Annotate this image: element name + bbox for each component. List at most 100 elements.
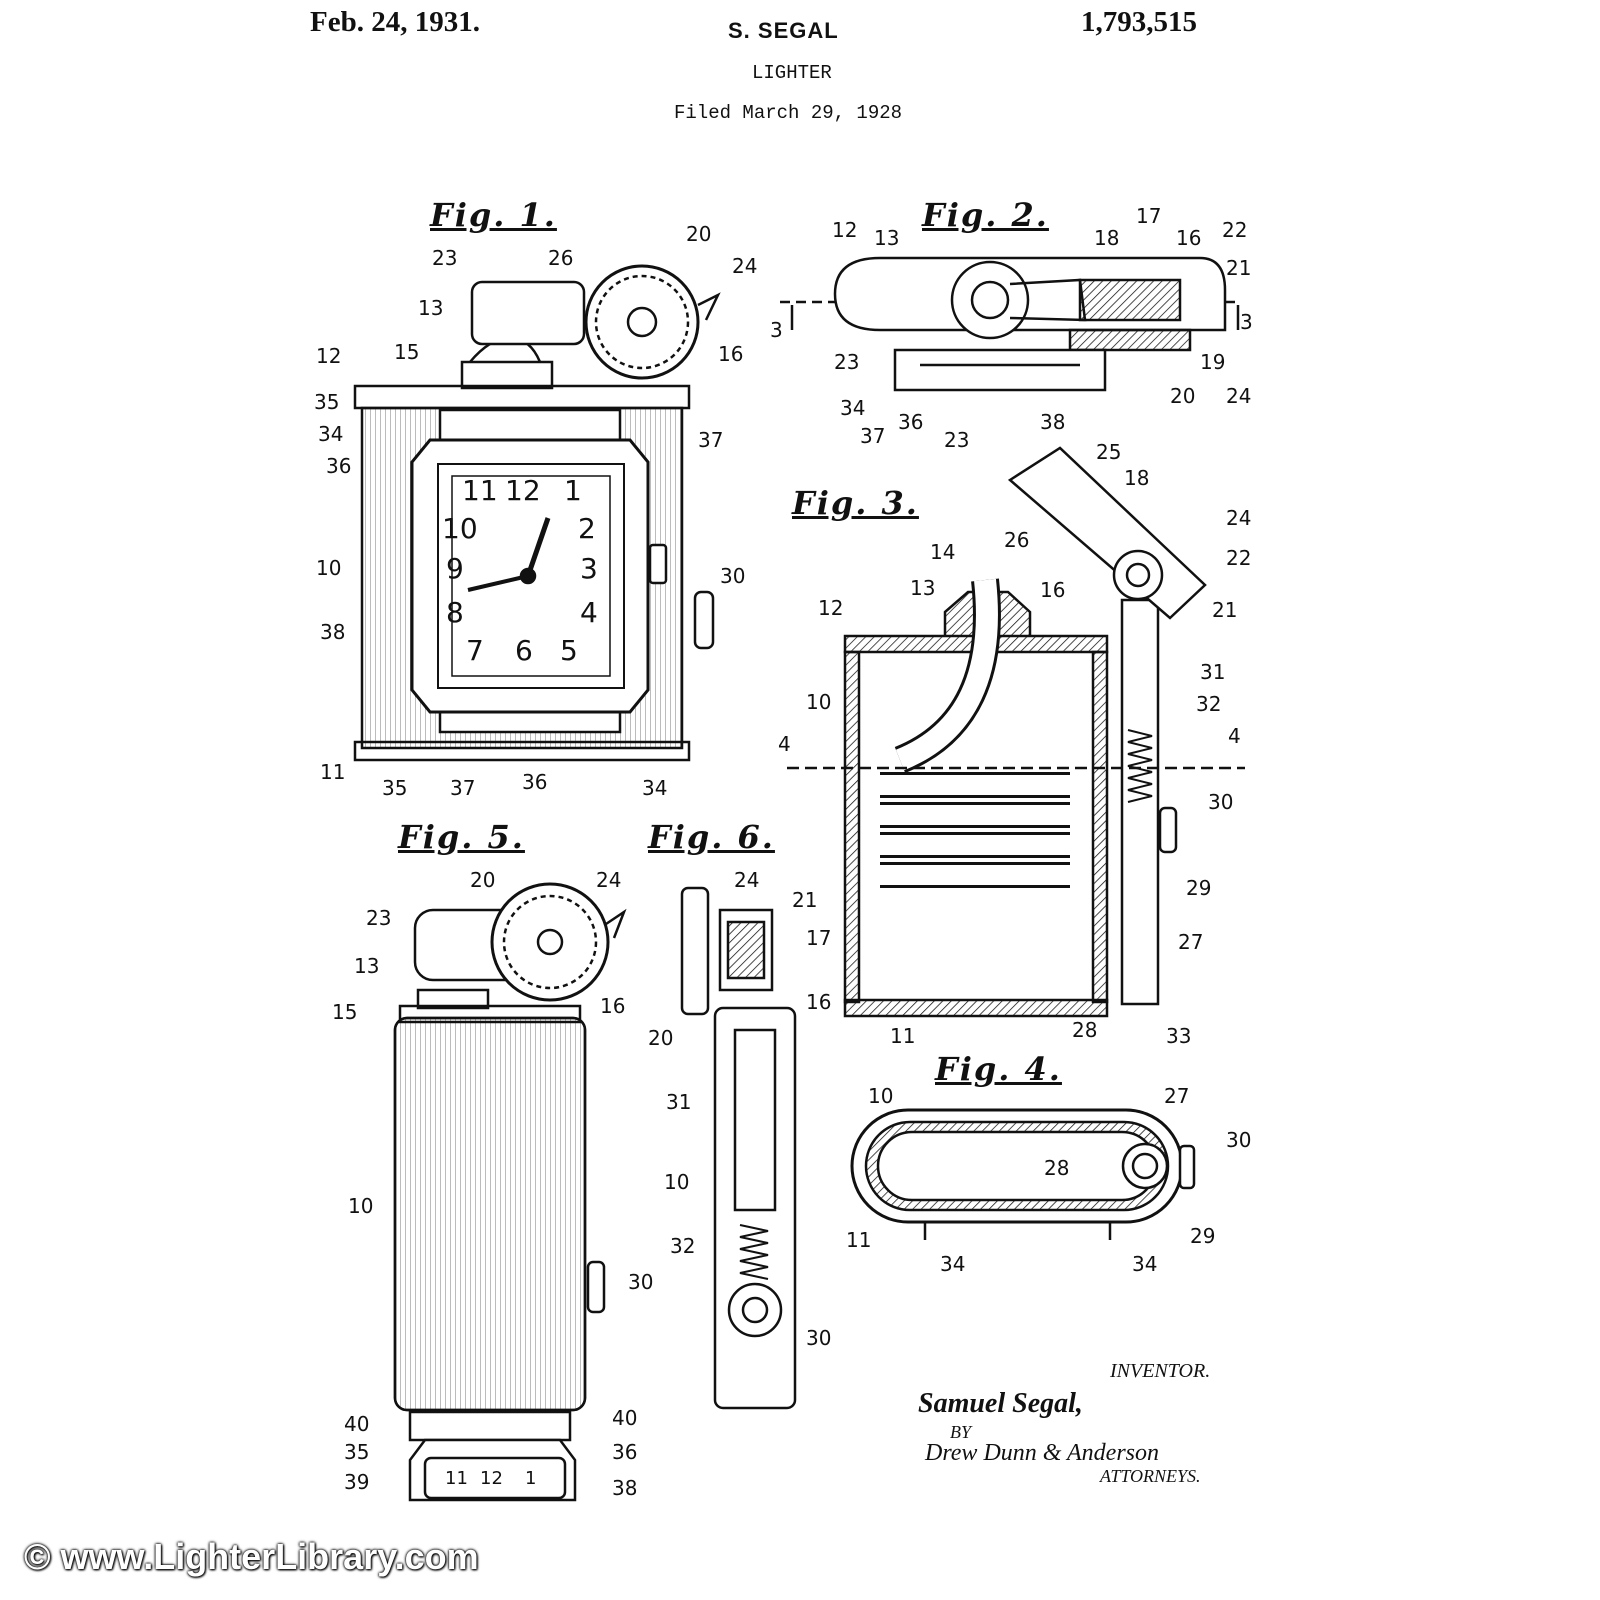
- ref-numeral: 12: [832, 218, 858, 242]
- fig3-drawing: [787, 446, 1245, 1018]
- filed-date: Filed March 29, 1928: [674, 102, 903, 124]
- fig5-label: Fig. 5.: [398, 818, 525, 856]
- ref-numeral: 28: [1072, 1018, 1098, 1042]
- ref-numeral: 20: [686, 222, 712, 246]
- ref-numeral: 36: [522, 770, 548, 794]
- ref-numeral: 30: [1226, 1128, 1252, 1152]
- clock-numeral: 2: [578, 512, 596, 545]
- ref-numeral: 29: [1190, 1224, 1216, 1248]
- ref-numeral: 34: [940, 1252, 966, 1276]
- ref-numeral: 36: [612, 1440, 638, 1464]
- fig2-drawing: [780, 256, 1240, 392]
- ref-numeral: 38: [1040, 410, 1066, 434]
- ref-numeral: 13: [874, 226, 900, 250]
- ref-numeral: 34: [318, 422, 344, 446]
- fig6-label: Fig. 6.: [648, 818, 775, 856]
- inventor-signature: Samuel Segal,: [918, 1388, 1083, 1419]
- ref-numeral: 30: [720, 564, 746, 588]
- ref-numeral: 23: [834, 350, 860, 374]
- clock-numeral: 6: [515, 634, 533, 667]
- fig5-numeral: 1: [525, 1468, 537, 1489]
- clock-numeral: 4: [580, 596, 598, 629]
- ref-numeral: 21: [792, 888, 818, 912]
- ref-numeral: 37: [860, 424, 886, 448]
- ref-numeral: 34: [642, 776, 668, 800]
- ref-numeral: 31: [666, 1090, 692, 1114]
- ref-numeral: 15: [332, 1000, 358, 1024]
- clock-numeral: 12: [505, 474, 541, 507]
- ref-numeral: 22: [1222, 218, 1248, 242]
- ref-numeral: 20: [648, 1026, 674, 1050]
- ref-numeral: 24: [1226, 384, 1252, 408]
- ref-numeral: 16: [600, 994, 626, 1018]
- ref-numeral: 4: [1228, 724, 1241, 748]
- ref-numeral: 31: [1200, 660, 1226, 684]
- ref-numeral: 10: [868, 1084, 894, 1108]
- ref-numeral: 21: [1226, 256, 1252, 280]
- ref-numeral: 18: [1094, 226, 1120, 250]
- ref-numeral: 24: [734, 868, 760, 892]
- ref-numeral: 26: [1004, 528, 1030, 552]
- inventor-header: S. SEGAL: [728, 18, 839, 43]
- ref-numeral: 12: [818, 596, 844, 620]
- fig5-numeral: 11: [445, 1468, 468, 1489]
- ref-numeral: 23: [944, 428, 970, 452]
- ref-numeral: 27: [1178, 930, 1204, 954]
- ref-numeral: 23: [432, 246, 458, 270]
- ref-numeral: 34: [1132, 1252, 1158, 1276]
- ref-numeral: 20: [470, 868, 496, 892]
- ref-numeral: 17: [1136, 204, 1162, 228]
- ref-numeral: 3: [770, 318, 783, 342]
- ref-numeral: 38: [612, 1476, 638, 1500]
- ref-numeral: 40: [612, 1406, 638, 1430]
- ref-numeral: 20: [1170, 384, 1196, 408]
- clock-numeral: 3: [580, 552, 598, 585]
- ref-numeral: 37: [450, 776, 476, 800]
- ref-numeral: 13: [354, 954, 380, 978]
- ref-numeral: 12: [316, 344, 342, 368]
- ref-numeral: 36: [326, 454, 352, 478]
- ref-numeral: 26: [548, 246, 574, 270]
- clock-numeral: 7: [466, 634, 484, 667]
- ref-numeral: 13: [910, 576, 936, 600]
- ref-numeral: 32: [1196, 692, 1222, 716]
- ref-numeral: 23: [366, 906, 392, 930]
- ref-numeral: 27: [1164, 1084, 1190, 1108]
- ref-numeral: 30: [1208, 790, 1234, 814]
- clock-numeral: 5: [560, 634, 578, 667]
- ref-numeral: 11: [846, 1228, 872, 1252]
- ref-numeral: 13: [418, 296, 444, 320]
- ref-numeral: 39: [344, 1470, 370, 1494]
- fig1-label: Fig. 1.: [430, 196, 557, 234]
- ref-numeral: 30: [628, 1270, 654, 1294]
- fig5-drawing: [393, 882, 627, 1502]
- ref-numeral: 10: [348, 1194, 374, 1218]
- ref-numeral: 10: [664, 1170, 690, 1194]
- clock-numeral: 11: [462, 474, 498, 507]
- ref-numeral: 14: [930, 540, 956, 564]
- ref-numeral: 38: [320, 620, 346, 644]
- ref-numeral: 21: [1212, 598, 1238, 622]
- ref-numeral: 4: [778, 732, 791, 756]
- watermark: © www.LighterLibrary.com: [24, 1536, 479, 1577]
- ref-numeral: 10: [316, 556, 342, 580]
- fig4-drawing: [850, 1108, 1196, 1240]
- ref-numeral: 35: [314, 390, 340, 414]
- ref-numeral: 28: [1044, 1156, 1070, 1180]
- ref-numeral: 3: [1240, 310, 1253, 334]
- ref-numeral: 22: [1226, 546, 1252, 570]
- fig6-drawing: [680, 886, 797, 1410]
- ref-numeral: 35: [344, 1440, 370, 1464]
- ref-numeral: 30: [806, 1326, 832, 1350]
- patent-number: 1,793,515: [1081, 6, 1197, 38]
- ref-numeral: 35: [382, 776, 408, 800]
- fig2-label: Fig. 2.: [922, 196, 1049, 234]
- attorneys-label: ATTORNEYS.: [1100, 1466, 1201, 1486]
- ref-numeral: 29: [1186, 876, 1212, 900]
- ref-numeral: 16: [718, 342, 744, 366]
- ref-numeral: 10: [806, 690, 832, 714]
- ref-numeral: 24: [596, 868, 622, 892]
- clock-numeral: 10: [442, 512, 478, 545]
- ref-numeral: 18: [1124, 466, 1150, 490]
